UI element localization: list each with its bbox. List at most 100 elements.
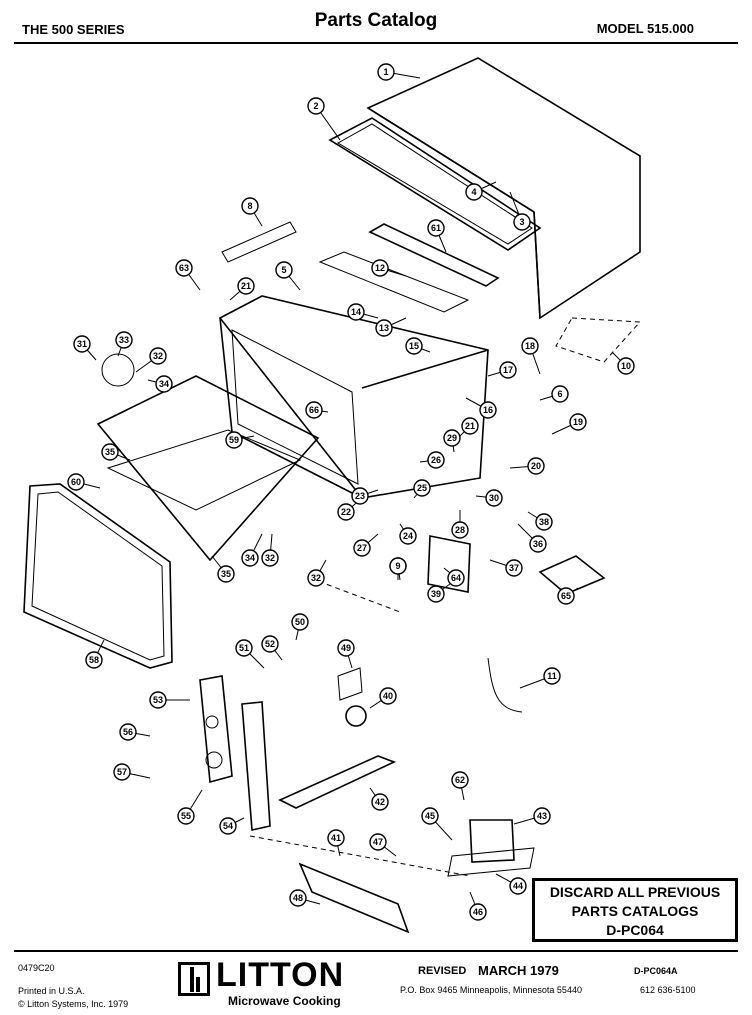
callout-number: 64 [451,573,461,583]
callout-number: 54 [223,821,233,831]
callout-number: 65 [561,591,571,601]
callout-number: 27 [357,543,367,553]
callout-6: 6 [539,385,569,403]
callout-number: 21 [465,421,475,431]
callout-number: 55 [181,811,191,821]
callout-number: 57 [117,767,127,777]
callout-number: 35 [221,569,231,579]
terminal-block-drawing [538,555,606,595]
callout-28: 28 [451,510,469,539]
callout-48: 48 [289,889,321,907]
outer-cabinet-drawing [366,57,641,320]
callout-number: 36 [533,539,543,549]
callout-34: 34 [241,533,263,567]
base-rail-drawing [278,755,397,809]
litton-logo: LITTON Microwave Cooking [178,956,376,1010]
callout-number: 10 [621,361,631,371]
callout-number: 61 [431,223,441,233]
bottom-rail-drawing [298,862,410,934]
model-label: MODEL 515.000 [596,21,694,36]
callout-number: 1 [383,67,388,77]
revised-label: REVISED [418,965,467,977]
callout-number: 11 [547,671,557,681]
callout-number: 22 [341,507,351,517]
callout-19: 19 [551,413,587,435]
callout-55: 55 [177,789,203,825]
callout-number: 3 [519,217,524,227]
callout-27: 27 [353,533,379,557]
fan-blade-drawing [101,353,135,387]
callout-number: 51 [239,643,249,653]
callout-2: 2 [307,97,341,141]
logo-name: LITTON [216,956,345,994]
callout-59: 59 [225,431,255,449]
copyright: © Litton Systems, Inc. 1979 [18,999,129,1009]
callout-number: 37 [509,563,519,573]
callout-number: 6 [557,389,562,399]
callout-number: 35 [105,447,115,457]
callout-52: 52 [261,635,283,661]
transformer-drawing [469,819,515,863]
callout-number: 12 [375,263,385,273]
callout-number: 62 [455,775,465,785]
callout-34: 34 [147,375,173,393]
callout-23: 23 [351,487,379,505]
callout-40: 40 [369,687,397,709]
callout-47: 47 [369,833,397,857]
callout-number: 43 [537,811,547,821]
callout-33: 33 [115,331,133,357]
control-panel-drawing [199,675,233,784]
callout-number: 13 [379,323,389,333]
callout-25: 25 [413,479,431,499]
callout-number: 44 [513,881,523,891]
litton-logo-icon [178,962,210,996]
callout-24: 24 [399,523,417,545]
callout-64: 64 [443,567,465,587]
callout-number: 48 [293,893,303,903]
callout-number: 28 [455,525,465,535]
callout-number: 49 [341,643,351,653]
callout-20: 20 [509,457,545,475]
callout-number: 9 [395,561,400,571]
side-panel-drawing [96,375,320,562]
callout-number: 30 [489,493,499,503]
header-rule [14,42,738,44]
callout-number: 29 [447,433,457,443]
motor-drawing [345,705,367,727]
callout-number: 14 [351,307,361,317]
callout-45: 45 [421,807,453,841]
callout-13: 13 [375,317,407,337]
callout-63: 63 [175,259,201,291]
callout-35: 35 [211,555,235,583]
callout-number: 63 [179,263,189,273]
discard-notice: DISCARD ALL PREVIOUS PARTS CATALOGS D-PC… [532,878,738,942]
callout-31: 31 [73,335,97,361]
callout-number: 24 [403,531,413,541]
callout-1: 1 [377,63,421,81]
magnetron-drawing [427,535,471,593]
callout-53: 53 [149,691,190,709]
callout-18: 18 [521,337,541,375]
callout-3: 3 [509,191,531,231]
callout-number: 46 [473,907,483,917]
callout-number: 23 [355,491,365,501]
callout-number: 32 [265,553,275,563]
callout-number: 42 [375,797,385,807]
callout-number: 32 [153,351,163,361]
callout-number: 8 [247,201,252,211]
callout-32: 32 [261,533,279,567]
document-id: D-PC064A [634,966,678,976]
callout-number: 50 [295,617,305,627]
callout-number: 25 [417,483,427,493]
callout-number: 15 [409,341,419,351]
callout-56: 56 [119,723,151,741]
phone: 612 636-5100 [640,985,696,995]
callout-number: 66 [309,405,319,415]
callout-number: 18 [525,341,535,351]
notice-line-1: DISCARD ALL PREVIOUS [549,884,721,900]
revised-date: MARCH 1979 [478,963,559,978]
back-plate-drawing [555,317,642,363]
callout-39: 39 [427,583,451,603]
callout-15: 15 [405,337,431,355]
